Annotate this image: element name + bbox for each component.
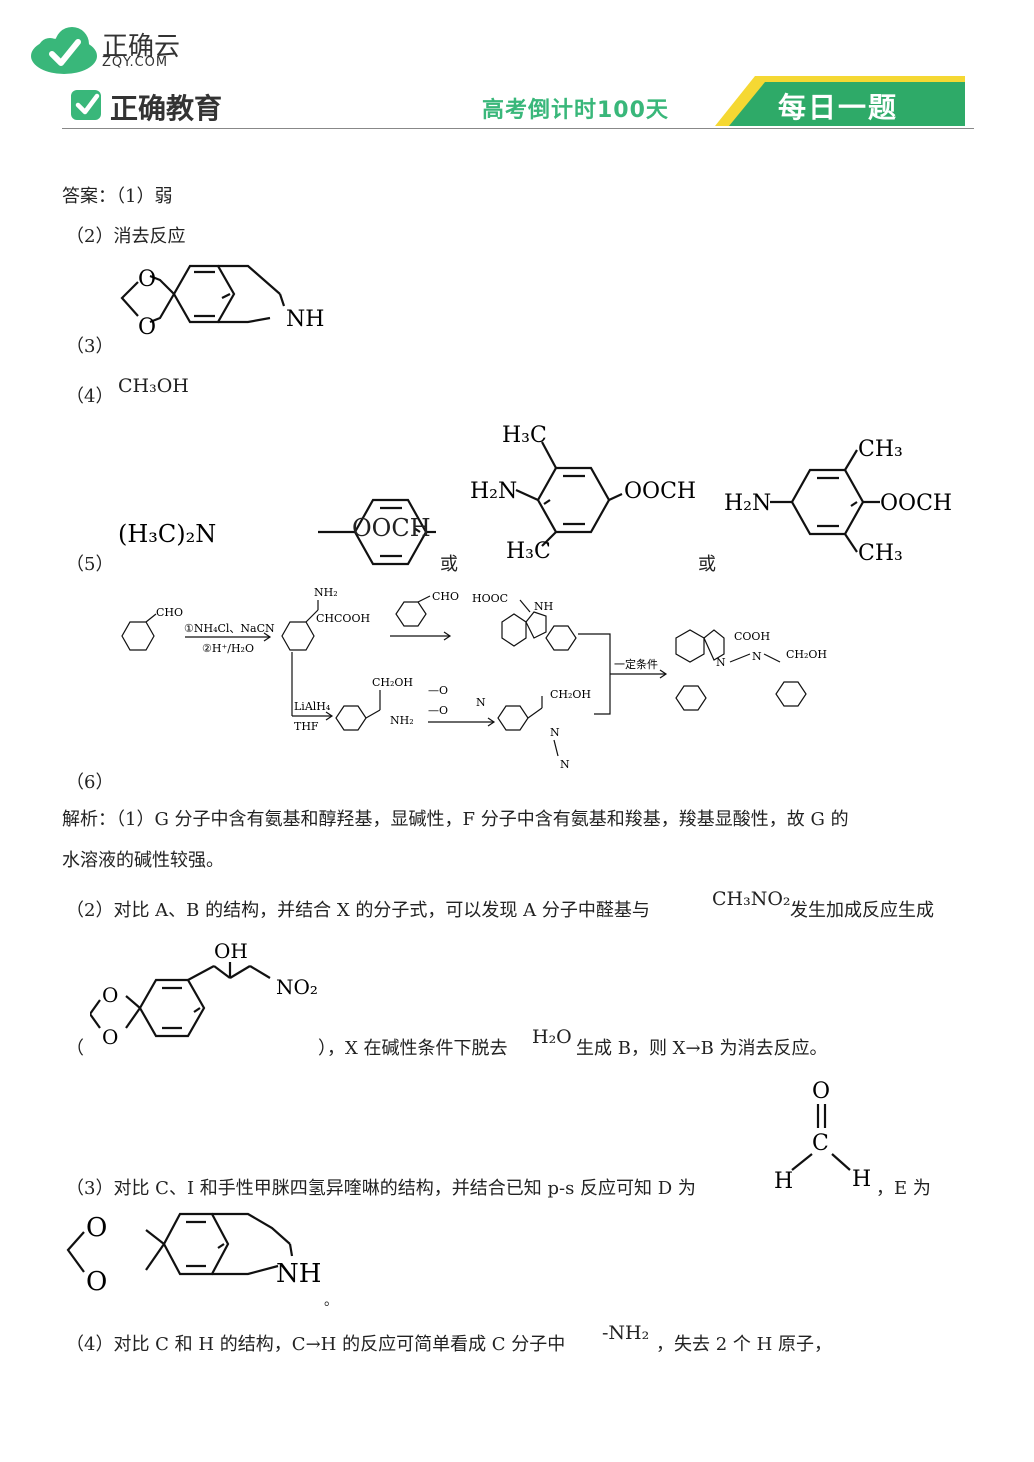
brand-logo	[28, 22, 98, 76]
scheme-ch2oh-1: CH₂OH	[372, 676, 413, 689]
o-atom-3: O	[102, 983, 118, 1007]
o-atom-7: O	[86, 1267, 107, 1297]
scheme-n-dim: N	[560, 758, 570, 771]
answer-1: 答案：（1）弱	[62, 186, 173, 207]
scheme-dmf-o2: —O	[428, 704, 448, 717]
oh-label: OH	[214, 939, 248, 963]
scheme-n-ring: N	[716, 656, 726, 669]
ch3-label-2: CH₃	[858, 541, 903, 566]
ester-structure-2: H₃C H₂N H₃C OOCH	[470, 423, 696, 564]
banner-shape	[715, 76, 965, 126]
explanation-2c: ），X 在碱性条件下脱去	[318, 1038, 508, 1059]
scheme-reagent-2: ②H⁺/H₂O	[202, 642, 254, 655]
scheme-cho-2: CHO	[432, 590, 459, 603]
explanation-2a: （2）对比 A、B 的结构，并结合 X 的分子式，可以发现 A 分子中醛基与	[66, 900, 650, 921]
ester-structure-1: (H₃C)₂N	[118, 498, 436, 566]
o-atom-5: O	[812, 1079, 830, 1104]
o-atom-6: O	[86, 1213, 107, 1243]
brand-name: 正确云	[102, 32, 181, 62]
tetrahydroisoquinoline-structure-2: O O NH	[66, 1212, 321, 1297]
h3c-label-1: H₃C	[502, 423, 547, 448]
scheme-dmf-o1: —O	[428, 684, 448, 697]
formaldehyde-structure: O C H H	[774, 1079, 871, 1194]
or-2: 或	[698, 554, 716, 575]
brand-url: ZQY.COM	[102, 55, 169, 70]
scheme-condition: 一定条件	[614, 657, 658, 671]
or-1: 或	[440, 554, 458, 575]
ester-structure-3: H₂N CH₃ OOCH CH₃	[724, 437, 952, 566]
h-atom-2: H	[852, 1167, 871, 1192]
c-atom: C	[812, 1131, 829, 1156]
ooch-label-1: OOCH	[352, 514, 431, 542]
scheme-dmf-n: N	[476, 696, 486, 709]
cloud-check-icon	[31, 27, 97, 74]
scheme-n-imine: N	[550, 726, 560, 739]
scheme-cho-1: CHO	[156, 606, 183, 619]
edu-name: 正确教育	[110, 92, 223, 125]
scheme-nh2-1: NH₂	[314, 586, 338, 599]
explanation-4-formula: -NH₂	[602, 1322, 650, 1344]
scheme-n-link: N	[752, 650, 762, 663]
answer-5: （5）	[66, 554, 114, 575]
scheme-chcooh: CHCOOH	[316, 612, 370, 625]
scheme-ch2oh-3: CH₂OH	[786, 648, 827, 661]
scheme-thf: THF	[294, 720, 319, 733]
ooch-label-3: OOCH	[880, 491, 952, 516]
explanation-2d: 生成 B，则 X→B 为消去反应。	[576, 1038, 828, 1059]
h2n-label-2: H₂N	[724, 491, 771, 516]
scheme-reagent-1: ①NH₄Cl、NaCN	[184, 622, 275, 635]
scheme-nh2-2: NH₂	[390, 714, 414, 727]
nh-label-2: NH	[276, 1259, 321, 1289]
scheme-lialh4: LiAlH₄	[294, 700, 331, 713]
ooch-label-2: OOCH	[624, 479, 696, 504]
explanation-1b: 水溶液的碱性较强。	[62, 850, 224, 871]
check-badge-icon	[71, 90, 101, 120]
h3c-label-2: H₃C	[506, 539, 551, 564]
answer-4-formula: CH₃OH	[118, 375, 189, 397]
countdown-text: 高考倒计时100天	[482, 98, 669, 123]
scheme-ch2oh-2: CH₂OH	[550, 688, 591, 701]
explanation-2-h2o: H₂O	[532, 1026, 572, 1048]
answer-4-label: （4）	[66, 386, 114, 407]
scheme-cooh: COOH	[734, 630, 770, 643]
o-atom-1: O	[138, 267, 156, 292]
scheme-nh: NH	[534, 600, 553, 613]
h2n-label-1: H₂N	[470, 479, 517, 504]
explanation-4b: ，失去 2 个 H 原子，	[656, 1334, 833, 1355]
o-atom-2: O	[138, 315, 156, 340]
ch3-label-1: CH₃	[858, 437, 903, 462]
explanation-3c: 。	[324, 1293, 338, 1309]
header-divider	[62, 128, 974, 129]
tetrahydroisoquinoline-structure-1: O O NH	[120, 264, 324, 340]
explanation-4a: （4）对比 C 和 H 的结构，C→H 的反应可简单看成 C 分子中	[66, 1334, 566, 1355]
banner-text: 每日一题	[778, 91, 899, 124]
answer-3: （3）	[66, 336, 114, 357]
explanation-2c-open: （	[66, 1038, 84, 1059]
answer-2: （2）消去反应	[66, 226, 186, 247]
synthesis-scheme: CHO ①NH₄Cl、NaCN ②H⁺/H₂O NH₂ CHCOOH CHO H…	[121, 586, 827, 771]
answer-6: （6）	[66, 772, 114, 793]
no2-label: NO₂	[276, 975, 318, 999]
explanation-2-formula: CH₃NO₂	[712, 888, 791, 910]
explanation-3a: （3）对比 C、I 和手性甲脒四氢异喹啉的结构，并结合已知 p-s 反应可知 D…	[66, 1178, 696, 1199]
dimethylamino-label: (H₃C)₂N	[118, 520, 216, 548]
scheme-hooc: HOOC	[472, 592, 508, 605]
explanation-1a: 解析：（1）G 分子中含有氨基和醇羟基，显碱性，F 分子中含有氨基和羧基，羧基显…	[62, 809, 849, 830]
nitro-alcohol-structure: OH NO₂ O O	[90, 939, 318, 1046]
explanation-3b: ，E 为	[876, 1178, 931, 1199]
o-atom-4: O	[102, 1025, 118, 1046]
h-atom-1: H	[774, 1169, 793, 1194]
nh-label-1: NH	[286, 307, 324, 332]
explanation-2b: 发生加成反应生成	[790, 900, 934, 921]
edu-logo	[70, 88, 104, 126]
